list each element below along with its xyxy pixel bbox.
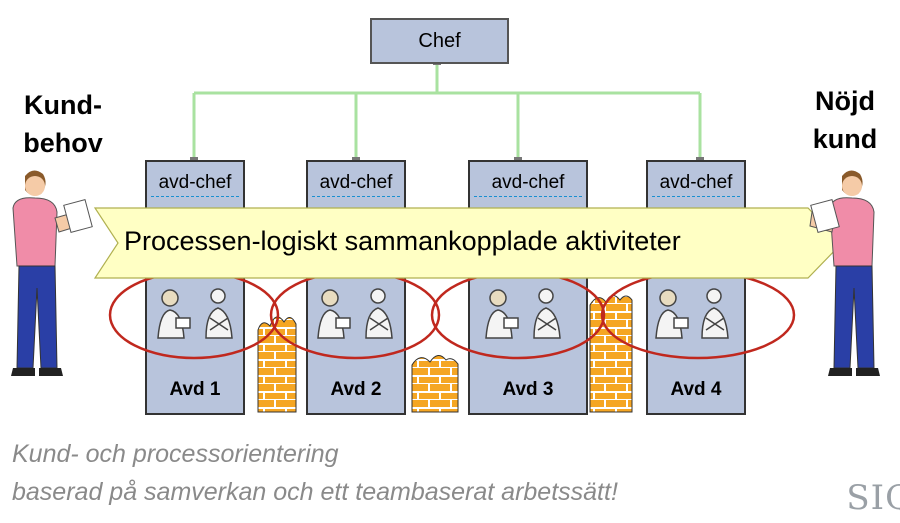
department-box-2: avd-chef Avd 2 (306, 160, 406, 415)
person-reading-icon (11, 170, 93, 376)
department-chef-label: avd-chef (491, 172, 565, 193)
department-name: Avd 4 (670, 379, 722, 400)
department-box-1: avd-chef Avd 1 (145, 160, 245, 415)
process-arrow-label: Processen-logiskt sammankopplade aktivit… (124, 226, 681, 256)
mechanic-icon (365, 288, 393, 339)
department-box-4: avd-chef Avd 4 (646, 160, 746, 415)
department-chef-label: avd-chef (659, 172, 733, 193)
person-reading-icon (809, 170, 880, 376)
mechanic-icon (701, 288, 729, 339)
doctor-icon (485, 289, 519, 339)
department-box-3: avd-chef Avd 3 (468, 160, 588, 415)
process-arrow (93, 207, 843, 279)
department-name: Avd 2 (330, 379, 382, 400)
doctor-icon (157, 289, 191, 339)
team-icon-group (157, 288, 729, 339)
chef-box: Chef (370, 18, 509, 64)
customer-need-line1: Kund- (24, 90, 102, 120)
department-chef-label: avd-chef (158, 172, 232, 193)
department-chef-label: avd-chef (319, 172, 393, 193)
mechanic-icon (205, 288, 233, 339)
chef-label: Chef (418, 29, 461, 52)
doctor-icon (317, 289, 351, 339)
customer-need-line2: behov (23, 128, 103, 158)
brick-wall-icon (589, 295, 633, 413)
collaboration-ellipse (430, 270, 606, 360)
caption-line-2: baserad på samverkan och ett teambaserat… (12, 478, 618, 506)
doctor-icon (655, 289, 689, 339)
satisfied-customer-label: Nöjd kund (790, 82, 900, 158)
customer-need-label: Kund- behov (8, 86, 118, 162)
caption-line-1: Kund- och processorientering (12, 440, 339, 468)
department-chef-divider (474, 196, 582, 197)
department-chef-divider (151, 196, 239, 197)
brick-wall-icon (411, 355, 459, 413)
mechanic-icon (533, 288, 561, 339)
collaboration-ellipse (108, 270, 280, 360)
department-chef-divider (652, 196, 740, 197)
satisfied-customer-line1: Nöjd (815, 86, 875, 116)
siq-logo: SIQ (846, 478, 900, 518)
satisfied-customer-line2: kund (812, 124, 878, 154)
department-name: Avd 3 (502, 379, 554, 400)
collaboration-ellipse (269, 270, 441, 360)
department-chef-divider (312, 196, 400, 197)
org-connectors (192, 63, 702, 160)
department-name: Avd 1 (169, 379, 221, 400)
